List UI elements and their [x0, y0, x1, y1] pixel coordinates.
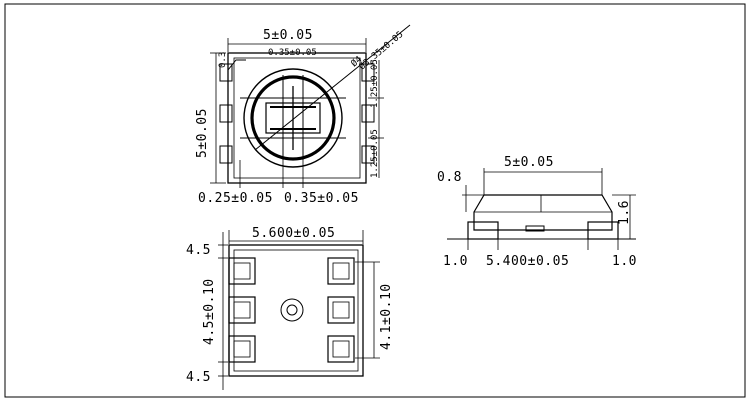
side-body: [473, 194, 613, 231]
side-base-width-label: 5.400±0.05: [486, 254, 569, 269]
bottom-top-label: 4.5: [186, 243, 211, 258]
top-view-body: [227, 52, 367, 184]
top-view-corner-mark: [227, 59, 246, 71]
top-inner-width-label: 0.35±0.05: [268, 48, 317, 58]
top-pad-left-1: [219, 63, 233, 82]
bottom-pad-right-1-inner: [332, 262, 350, 280]
bottom-inner-body: [233, 249, 359, 372]
top-view: 5±0.05 5±0.05 0.3 0.35±0.05 Ø4 Ø3.35±0.0…: [195, 24, 411, 206]
side-center-pad: [525, 225, 545, 232]
bottom-pad-right-2-inner: [332, 301, 350, 319]
drawing-frame: [4, 3, 746, 398]
bottom-bottom-label: 4.5: [186, 370, 211, 385]
top-height-label: 5±0.05: [195, 108, 210, 158]
bottom-pad-right-1: [327, 257, 355, 285]
top-pad-left-2: [219, 104, 233, 123]
top-view-inner-body: [233, 57, 361, 179]
bottom-pad-left-2-inner: [233, 301, 251, 319]
top-right-lower-label: 1.25±0.05: [370, 129, 380, 178]
bottom-pad-left-3: [228, 335, 256, 363]
side-right-label: 1.0: [612, 254, 637, 269]
side-width-label: 5±0.05: [504, 155, 554, 170]
bottom-view: 5.600±0.05 4.5 4.5±0.10 4.5 4.1±0.10: [186, 226, 394, 390]
top-pad-right-1: [361, 63, 375, 82]
side-top-height-label: 0.8: [437, 170, 462, 185]
top-width-label: 5±0.05: [263, 28, 313, 43]
bottom-center-mark-outer: [280, 298, 304, 322]
bottom-pad-right-3-inner: [332, 340, 350, 358]
top-pad-right-3: [361, 145, 375, 164]
side-view: 5±0.05 0.8 1.6 1.0 5.400±0.05 1.0: [437, 155, 637, 269]
bottom-right-label: 4.1±0.10: [379, 283, 394, 350]
top-bottom-left-label: 0.25±0.05: [198, 191, 273, 206]
diameter-leader: [254, 24, 411, 151]
bottom-pad-left-3-inner: [233, 340, 251, 358]
top-inner-diameter-label: Ø3.35±0.05: [357, 29, 406, 72]
top-bottom-right-label: 0.35±0.05: [284, 191, 359, 206]
side-left-label: 1.0: [443, 254, 468, 269]
bottom-pad-right-2: [327, 296, 355, 324]
top-outer-diameter-label: Ø4: [349, 54, 364, 69]
bottom-pitch-label: 4.5±0.10: [202, 278, 217, 345]
bottom-pad-left-1: [228, 257, 256, 285]
bottom-center-mark-inner: [286, 304, 298, 316]
top-pad-right-2: [361, 104, 375, 123]
bottom-pad-right-3: [327, 335, 355, 363]
side-height-label: 1.6: [617, 200, 632, 225]
top-corner-label: 0.3: [218, 52, 228, 68]
side-lead-right: [587, 221, 619, 240]
top-right-upper-label: 1.25±0.05: [370, 59, 380, 108]
outer-lens-ring: [243, 68, 343, 168]
side-lead-left: [467, 221, 499, 240]
bottom-pad-left-2: [228, 296, 256, 324]
inner-lens-ring: [250, 75, 336, 161]
bottom-pad-left-1-inner: [233, 262, 251, 280]
bottom-width-label: 5.600±0.05: [252, 226, 335, 241]
bottom-body: [228, 244, 364, 377]
top-pad-left-3: [219, 145, 233, 164]
